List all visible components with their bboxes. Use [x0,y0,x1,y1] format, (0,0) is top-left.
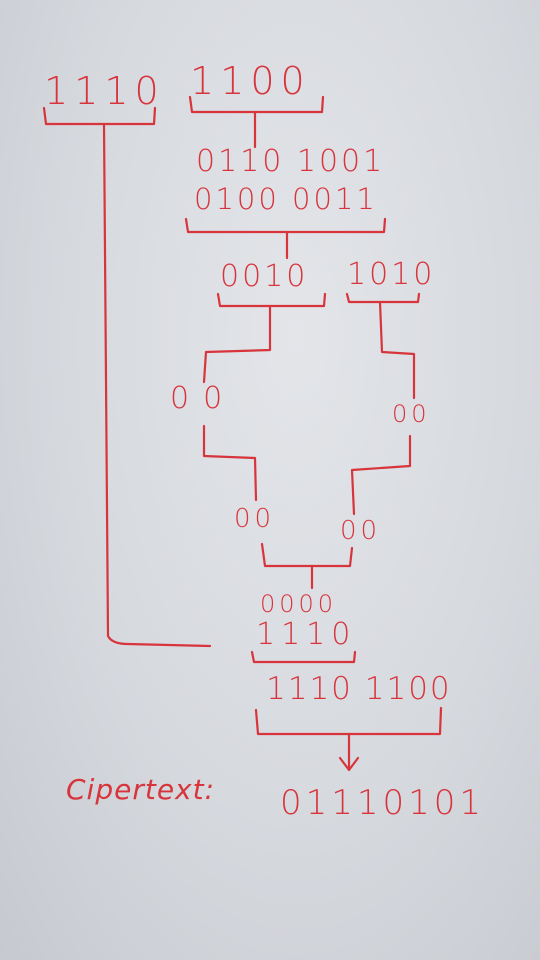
stage3-left: 00 [170,381,237,416]
top-right-block: 1100 [190,59,311,103]
bracket-top-left [42,106,157,126]
top-left-block: 1110 [44,69,165,113]
stage5-carried: 1110 [256,617,357,652]
branch-left-upper [202,304,272,384]
branch-right-upper [378,300,416,400]
long-link-line [102,122,212,648]
stage2-right: 1010 [347,257,436,292]
stage2-left: 0010 [220,259,309,294]
bracket-stage6 [254,706,443,736]
stage4-left: 00 [234,504,276,534]
stage6-pair: 1110 1100 [266,671,452,707]
stage5-combined: 0000 [260,590,338,618]
bracket-stage2-right [345,292,421,304]
stage4-right: 00 [340,516,382,546]
branch-right-lower [350,434,412,516]
bracket-stage4 [260,542,354,568]
bracket-stage5 [250,650,357,664]
ciphertext-label: Cipertext: [66,773,216,806]
stage3-right: 00 [392,400,431,428]
bracket-top-right [188,95,325,114]
stage1-line1: 0110 1001 [196,144,386,179]
ciphertext-value: 01110101 [280,783,486,823]
arrow-head [338,756,360,772]
bracket-stage1 [184,217,387,234]
bracket-stage2-left [216,292,327,308]
stage1-line2: 0100 0011 [194,182,378,216]
branch-left-lower [202,424,258,502]
